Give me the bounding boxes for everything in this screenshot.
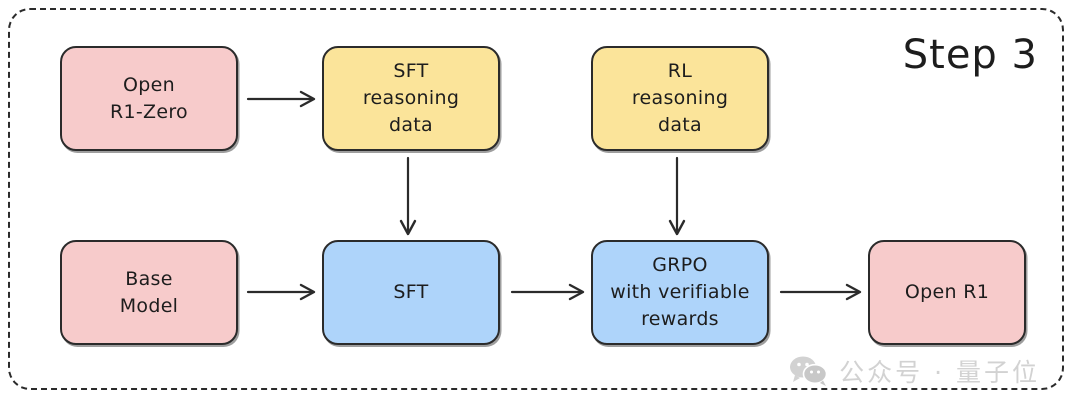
node-label: SFT (393, 281, 429, 304)
wechat-icon (790, 356, 828, 386)
step-title: Step 3 (902, 32, 1038, 78)
dashed-frame-border (8, 8, 1064, 390)
node-open-r1[interactable]: Open R1 (868, 240, 1026, 345)
watermark-text: 公众号 · 量子位 (839, 358, 1040, 387)
node-label: Open R1 (904, 281, 990, 304)
watermark: 公众号 · 量子位 (789, 353, 1040, 389)
node-sft[interactable]: SFT (322, 240, 500, 345)
